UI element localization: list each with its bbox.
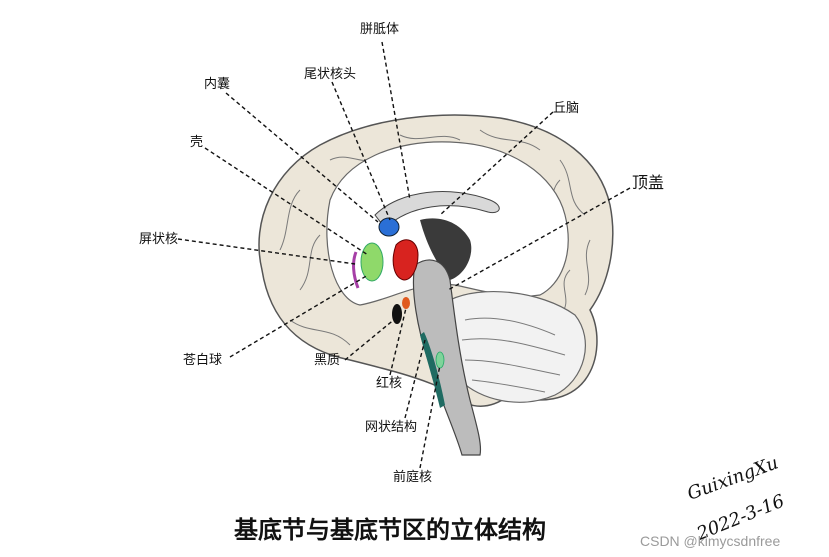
- substantia-nigra: [392, 304, 402, 324]
- label-tectum: 顶盖: [632, 173, 664, 192]
- label-red-nucleus: 红核: [376, 375, 402, 391]
- diagram-title: 基底节与基底节区的立体结构: [234, 516, 546, 544]
- globus-pallidus: [361, 243, 383, 281]
- vestibular-nuclei: [436, 352, 444, 368]
- watermark: CSDN @kimycsdnfree: [640, 533, 780, 549]
- label-internal-capsule: 内囊: [204, 76, 230, 92]
- label-putamen: 壳: [190, 135, 203, 150]
- label-globus-pallidus: 苍白球: [183, 352, 222, 368]
- label-substantia-nigra: 黑质: [314, 353, 340, 368]
- label-vestibular-nuclei: 前庭核: [393, 469, 432, 485]
- label-reticular-formation: 网状结构: [365, 420, 417, 435]
- label-claustrum: 屏状核: [139, 232, 178, 247]
- red-nucleus: [402, 297, 410, 309]
- caudate-head: [379, 218, 399, 236]
- label-corpus-callosum: 胼胝体: [360, 22, 399, 37]
- label-thalamus: 丘脑: [553, 101, 579, 116]
- label-caudate-head: 尾状核头: [304, 67, 356, 82]
